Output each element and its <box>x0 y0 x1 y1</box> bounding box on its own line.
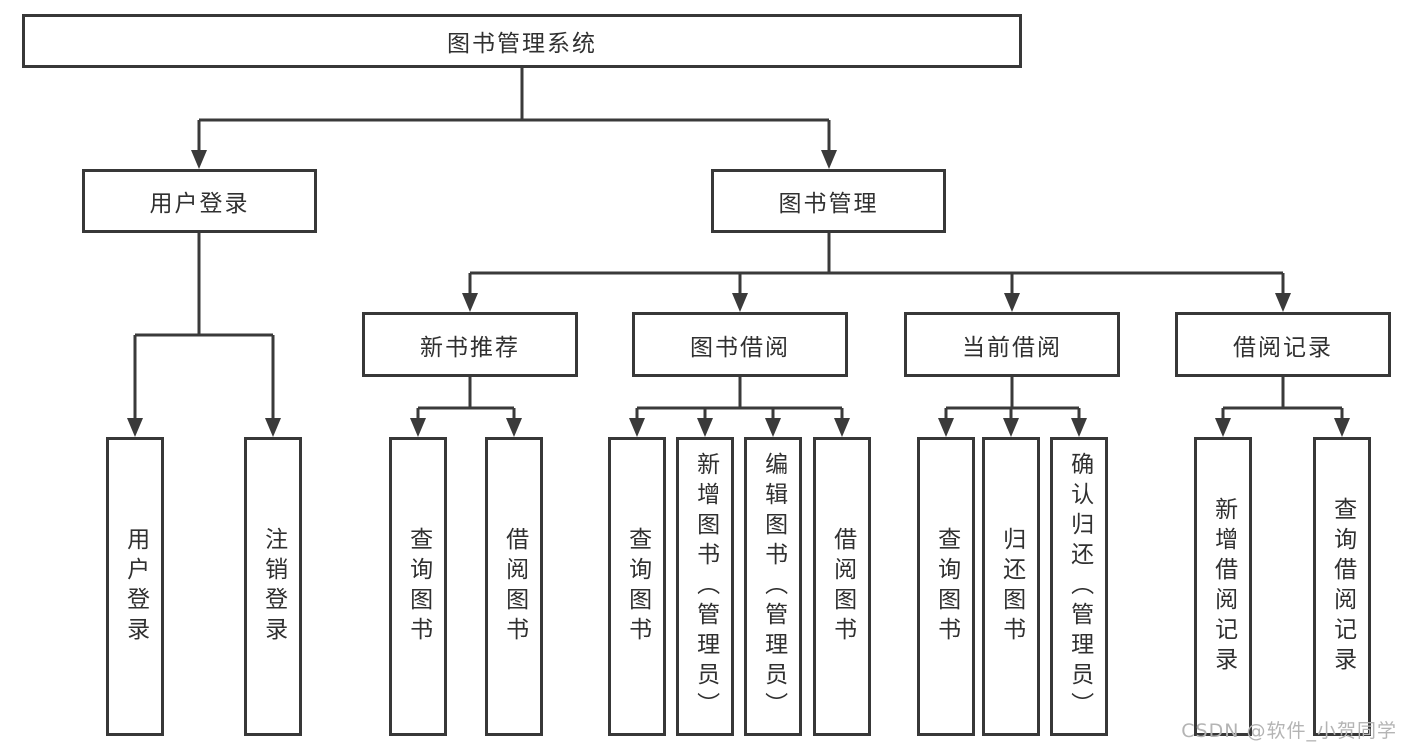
node-label: 图书管理 <box>778 191 879 217</box>
node-label: 图书借阅 <box>690 334 790 361</box>
node-label: 图书管理系统 <box>447 31 597 57</box>
leaf-borrow-edit-book-admin: 编辑图书（管理员） <box>744 437 802 736</box>
node-user-login: 用户登录 <box>82 169 317 233</box>
connector-borrow-children <box>629 377 850 437</box>
leaf-label: 确认归还（管理员） <box>1066 451 1093 722</box>
leaf-label: 注销登录 <box>260 526 287 647</box>
node-current-borrow: 当前借阅 <box>904 312 1120 377</box>
leaf-newbook-borrow-book: 借阅图书 <box>485 437 543 736</box>
leaf-label: 归还图书 <box>998 526 1025 647</box>
csdn-watermark: CSDN @软件_小贺同学 <box>1181 720 1397 742</box>
leaf-record-add-borrow-record: 新增借阅记录 <box>1194 437 1252 736</box>
connector-new-book-children <box>410 377 522 437</box>
connector-record-children <box>1215 377 1350 437</box>
leaf-label: 查询借阅记录 <box>1329 496 1356 677</box>
node-label: 新书推荐 <box>420 334 520 361</box>
leaf-label: 查询图书 <box>624 526 651 647</box>
connector-current-children <box>938 377 1087 437</box>
node-new-book-recommend: 新书推荐 <box>362 312 578 377</box>
leaf-label: 查询图书 <box>933 526 960 647</box>
node-book-borrow: 图书借阅 <box>632 312 848 377</box>
node-borrow-record: 借阅记录 <box>1175 312 1391 377</box>
leaf-borrow-add-book-admin: 新增图书（管理员） <box>676 437 734 736</box>
leaf-label: 新增图书（管理员） <box>692 451 719 722</box>
node-library-management-system: 图书管理系统 <box>22 14 1022 68</box>
leaf-newbook-query-book: 查询图书 <box>389 437 447 736</box>
leaf-current-query-book: 查询图书 <box>917 437 975 736</box>
leaf-label: 查询图书 <box>405 526 432 647</box>
connector-root-to-level2 <box>191 68 837 169</box>
leaf-label: 借阅图书 <box>829 526 856 647</box>
leaf-logout: 注销登录 <box>244 437 302 736</box>
leaf-record-query-borrow-record: 查询借阅记录 <box>1313 437 1371 736</box>
leaf-current-confirm-return-admin: 确认归还（管理员） <box>1050 437 1108 736</box>
node-label: 用户登录 <box>149 191 250 217</box>
connector-user-login-children <box>127 233 281 437</box>
leaf-borrow-borrow-book: 借阅图书 <box>813 437 871 736</box>
connector-book-mgmt-children <box>462 233 1291 312</box>
leaf-label: 编辑图书（管理员） <box>760 451 787 722</box>
leaf-label: 用户登录 <box>122 526 149 647</box>
leaf-label: 新增借阅记录 <box>1210 496 1237 677</box>
leaf-label: 借阅图书 <box>501 526 528 647</box>
leaf-user-login: 用户登录 <box>106 437 164 736</box>
leaf-borrow-query-book: 查询图书 <box>608 437 666 736</box>
node-label: 当前借阅 <box>962 334 1062 361</box>
leaf-current-return-book: 归还图书 <box>982 437 1040 736</box>
node-book-management: 图书管理 <box>711 169 946 233</box>
node-label: 借阅记录 <box>1233 334 1333 361</box>
